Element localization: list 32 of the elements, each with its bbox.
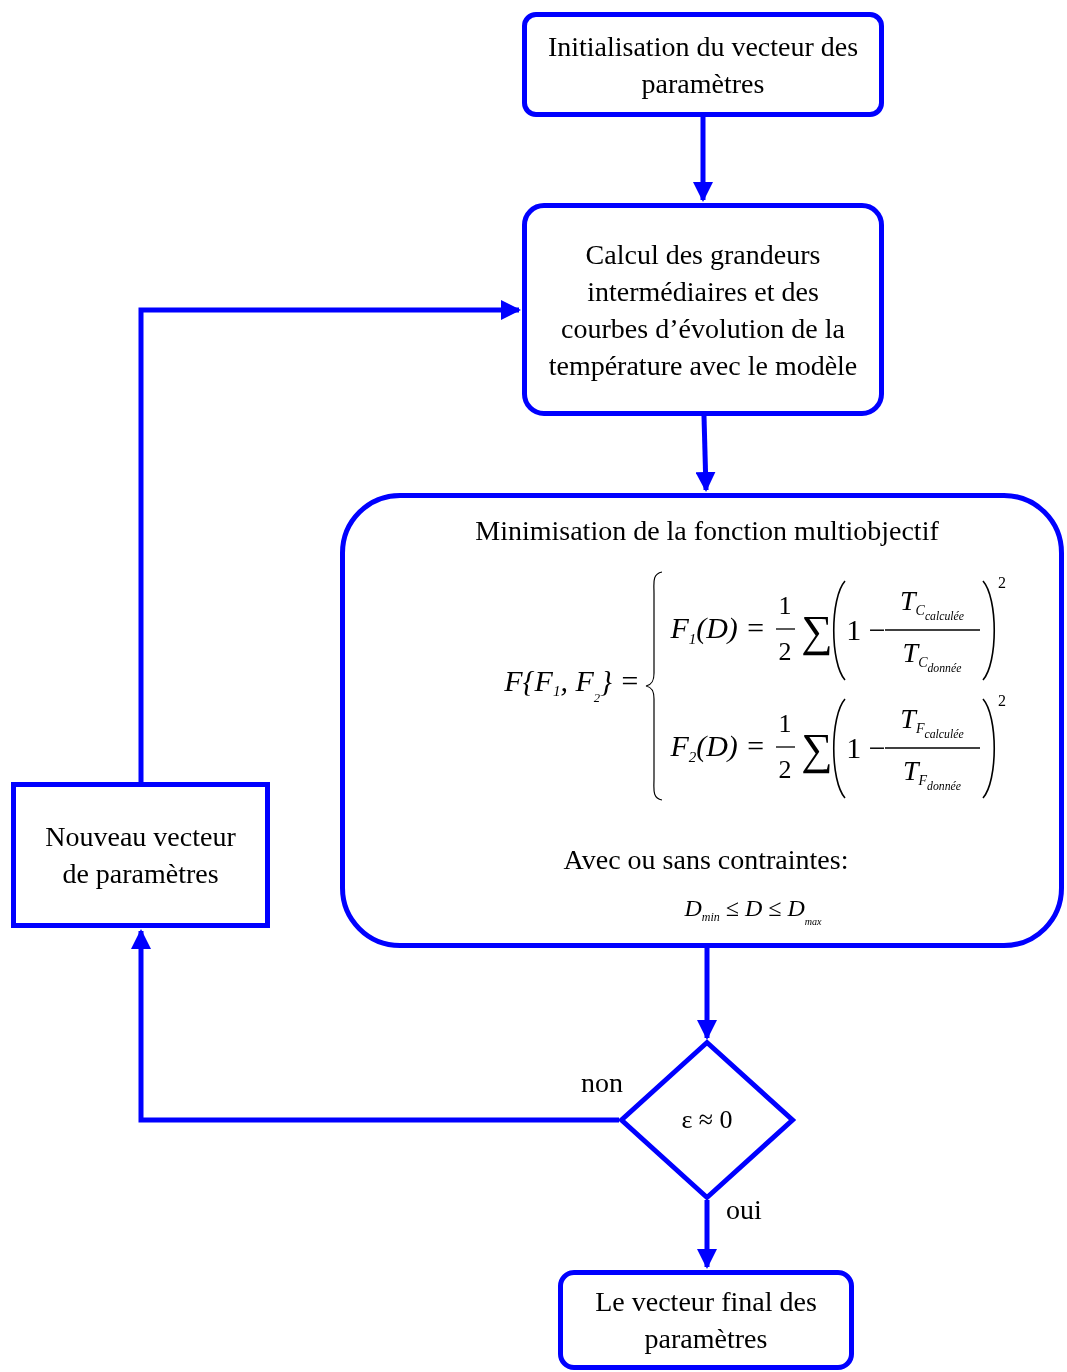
- fraction-numerator: 1: [778, 711, 792, 737]
- process-box: [522, 12, 884, 117]
- exponent: 2: [998, 693, 1006, 709]
- arrow: [697, 1200, 717, 1269]
- arrow: [138, 300, 521, 782]
- formula-text: Avec ou sans contraintes:: [563, 846, 849, 874]
- constraint-formula: D$_{min}$ ≤ D ≤ D$_{max}$: [684, 896, 822, 928]
- box-text: Nouveau vecteur de paramètres: [44, 820, 237, 891]
- formula-term: F$_{2}$(D) =: [670, 731, 766, 765]
- arrow: [695, 415, 716, 492]
- fraction-denominator: 2: [778, 639, 792, 665]
- arrow: [693, 117, 713, 202]
- exponent: 2: [998, 575, 1006, 591]
- condition-text: ε ≈ 0: [681, 1107, 733, 1133]
- arrow: [697, 948, 717, 1040]
- process-box: [11, 782, 270, 928]
- box-text: Calcul des grandeurs intermédiaires et des courbes d’évolution de la température avec le modèle: [547, 237, 859, 383]
- formula-term: 1 −: [846, 615, 886, 645]
- formula-term: F$_{1}$(D) =: [670, 613, 766, 647]
- process-box: [340, 493, 1064, 948]
- sum-symbol: ∑: [801, 610, 833, 654]
- fraction-numerator: 1: [778, 593, 792, 619]
- process-box: [522, 203, 884, 416]
- box-text: Le vecteur final des paramètres: [594, 1285, 818, 1356]
- formula-term: 1 −: [846, 733, 886, 763]
- box-text: Initialisation du vecteur des paramètres: [546, 29, 860, 101]
- arrow: [131, 929, 619, 1123]
- fraction-denominator: 2: [778, 757, 792, 783]
- formula-heading: Minimisation de la fonction multiobjectif: [475, 517, 939, 545]
- formula-term: F{F$_{1}$, F$_{2}$} =: [504, 665, 640, 705]
- sum-symbol: ∑: [801, 728, 833, 772]
- process-box: [558, 1270, 854, 1370]
